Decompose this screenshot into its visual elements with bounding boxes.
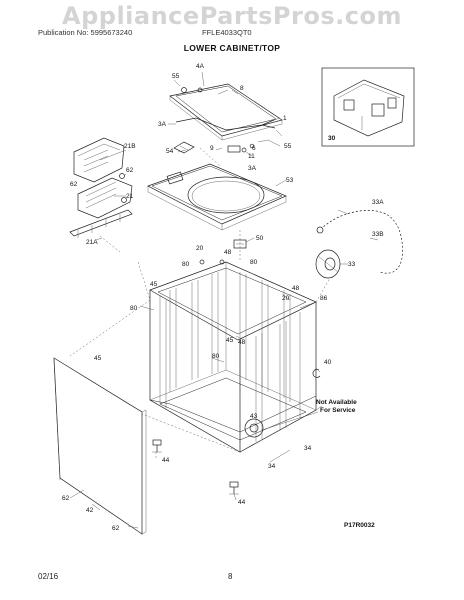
not-available-note-line2: For Service bbox=[320, 407, 356, 414]
callout-20b: 20 bbox=[282, 295, 290, 302]
lid-hinge-part bbox=[175, 117, 276, 131]
callout-21a: 21A bbox=[86, 239, 98, 246]
screw-55-part bbox=[181, 87, 187, 93]
front-panel-part bbox=[53, 357, 147, 535]
callout-45c: 45 bbox=[94, 355, 102, 362]
hinge-hardware-part bbox=[227, 139, 269, 153]
callout-34: 34 bbox=[304, 445, 312, 452]
callout-3a: 3A bbox=[158, 121, 167, 128]
screw-4a-part bbox=[197, 87, 203, 93]
page-title: LOWER CABINET/TOP bbox=[183, 43, 281, 53]
callout-80b: 80 bbox=[250, 259, 258, 266]
callout-33a: 33A bbox=[372, 199, 384, 206]
callout-1: 1 bbox=[283, 115, 287, 122]
callout-6: 6 bbox=[252, 145, 256, 152]
callout-62: 62 bbox=[126, 167, 134, 174]
callout-9: 9 bbox=[210, 145, 214, 152]
callout-4a: 4A bbox=[196, 63, 205, 70]
callout-43: 43 bbox=[250, 413, 258, 420]
inlet-hose-part bbox=[316, 209, 404, 274]
dispenser-bracket-part bbox=[69, 209, 133, 238]
callout-30: 30 bbox=[328, 135, 336, 142]
callout-45b: 45 bbox=[226, 337, 234, 344]
callout-8: 8 bbox=[240, 85, 244, 92]
diagram-code: P17R0032 bbox=[344, 522, 375, 529]
callout-20: 20 bbox=[196, 245, 204, 252]
top-lid-part bbox=[169, 83, 283, 141]
callout-44: 44 bbox=[162, 457, 170, 464]
callout-44b: 44 bbox=[238, 499, 246, 506]
callout-33b: 33B bbox=[372, 231, 384, 238]
model-number: FFLE4033QT0 bbox=[202, 28, 252, 37]
callout-80d: 80 bbox=[212, 353, 220, 360]
callout-48b: 48 bbox=[292, 285, 300, 292]
callout-53: 53 bbox=[286, 177, 294, 184]
callout-62d: 62 bbox=[112, 525, 120, 532]
control-board-part bbox=[321, 67, 415, 147]
leader-lines bbox=[69, 71, 379, 529]
callout-54: 54 bbox=[166, 148, 174, 155]
publication-number: Publication No: 5995673240 bbox=[38, 28, 133, 37]
callout-80c: 80 bbox=[130, 305, 138, 312]
not-available-note-line1: Not Available bbox=[316, 399, 357, 406]
callout-34b: 34 bbox=[268, 463, 276, 470]
top-cover-part bbox=[147, 163, 287, 231]
watermark: AppliancePartsPros.com bbox=[62, 2, 402, 30]
dispenser-assembly-part bbox=[73, 137, 133, 219]
callout-55b: 55 bbox=[284, 143, 292, 150]
callout-62b: 62 bbox=[70, 181, 78, 188]
callout-3a-mid: 3A bbox=[248, 165, 257, 172]
drain-pump-part bbox=[244, 418, 264, 438]
lid-lock-part bbox=[173, 141, 195, 154]
callout-48c: 48 bbox=[238, 339, 246, 346]
footer-date: 02/16 bbox=[38, 572, 59, 581]
callout-45: 45 bbox=[150, 281, 158, 288]
callout-11: 11 bbox=[248, 153, 255, 160]
callout-40: 40 bbox=[324, 359, 332, 366]
screw-20-part bbox=[199, 259, 205, 265]
callout-50: 50 bbox=[256, 235, 264, 242]
callout-21: 21 bbox=[126, 193, 134, 200]
page-number: 8 bbox=[228, 572, 233, 581]
callout-21b: 21B bbox=[124, 143, 136, 150]
callout-55: 55 bbox=[172, 73, 180, 80]
callout-80: 80 bbox=[182, 261, 190, 268]
water-valve-part bbox=[315, 249, 341, 279]
callout-42: 42 bbox=[86, 507, 94, 514]
callout-48: 48 bbox=[224, 249, 232, 256]
screw-48-part bbox=[219, 259, 225, 265]
callout-33: 33 bbox=[348, 261, 356, 268]
leveling-foot-left-part bbox=[152, 439, 162, 453]
clip-40-part bbox=[312, 369, 321, 378]
callout-86: 86 bbox=[320, 295, 328, 302]
leveling-foot-right-part bbox=[229, 481, 239, 495]
callout-62c: 62 bbox=[62, 495, 70, 502]
